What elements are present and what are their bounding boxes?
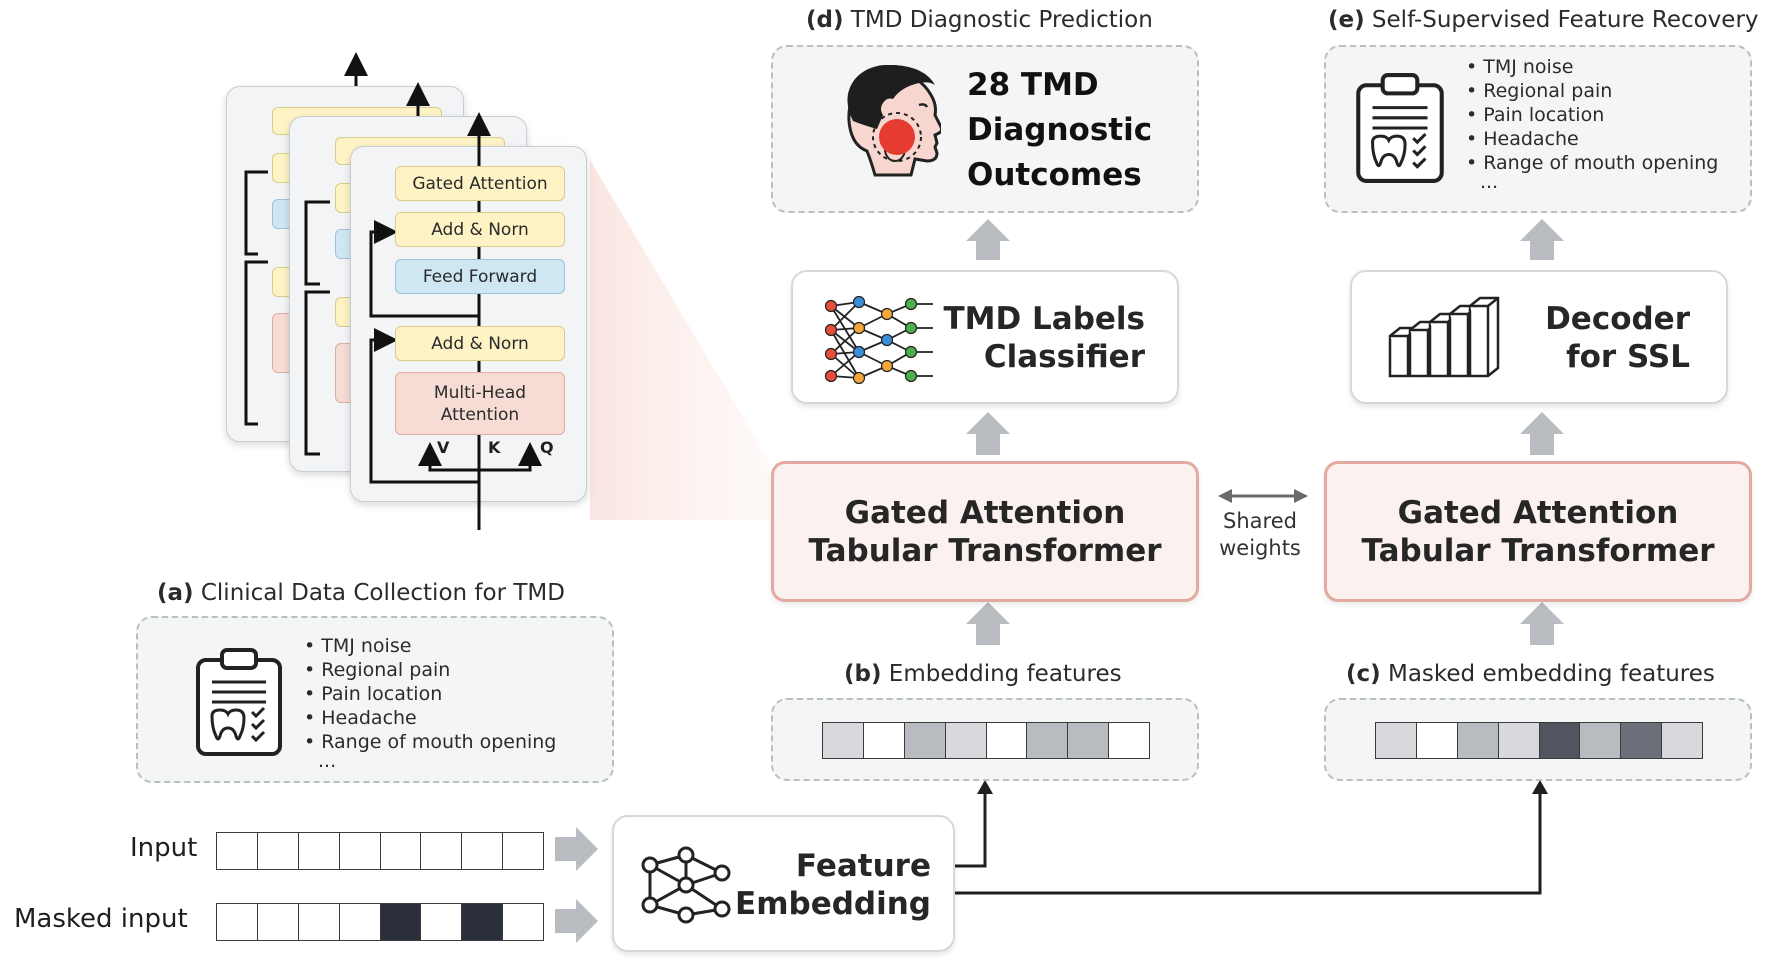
feature-cell [298,833,340,869]
feature-cell [421,833,463,869]
gated-attention-transformer-left: Gated Attention Tabular Transformer [771,461,1199,602]
panel-b-box [771,698,1199,781]
add-norm-block-2: Add & Norn [395,326,565,361]
feature-cell [421,904,463,940]
feature-cell [1068,723,1110,758]
input-strip [216,832,544,870]
feature-cell [217,904,258,940]
list-item: • Regional pain [1466,80,1613,102]
decoder-box: Decoder for SSL [1350,270,1728,404]
feature-cell [217,833,258,869]
list-item: • Range of mouth opening [1466,152,1719,174]
head-pain-icon [847,65,941,177]
decoder-label: Decoder for SSL [1545,301,1690,375]
feature-cell [1539,723,1581,758]
feed-forward-block: Feed Forward [395,259,565,294]
clipboard-tooth-icon [196,648,282,756]
feature-cell [380,833,422,869]
list-item: • Headache [304,707,417,729]
panel-c-title: (c) Masked embedding features [1346,661,1715,687]
embedding-lines [955,790,1542,895]
panel-b-title: (b) Embedding features [844,661,1122,687]
decoder-layers-icon [1388,296,1500,378]
feature-cell [257,904,299,940]
transformer-arrows [244,52,542,530]
zoom-wedge [590,160,770,520]
feature-cell [503,833,543,869]
feature-cell [1457,723,1499,758]
masked-input-strip [216,903,544,941]
list-item: • Pain location [1466,104,1605,126]
list-item: ... [1480,171,1499,193]
k-label: K [488,438,501,457]
gated-attention-block: Gated Attention [395,166,565,201]
classifier-box: TMD Labels Classifier [791,270,1179,404]
feature-cell [339,904,381,940]
panel-d-box: 28 TMD Diagnostic Outcomes [771,45,1199,213]
shared-weights-label: Shared weights [1219,509,1301,560]
add-norm-block-1: Add & Norn [395,212,565,247]
list-item: • Pain location [304,683,443,705]
feature-cell [1498,723,1540,758]
feature-cell [1621,723,1663,758]
feature-cell [339,833,381,869]
feature-cell [380,904,422,940]
masked-input-label: Masked input [14,904,188,934]
masked-embedding-strip [1375,722,1703,759]
multi-head-attention-block: Multi-Head Attention [395,372,565,435]
feature-cell [863,723,905,758]
feature-cell [1416,723,1458,758]
panel-c-box [1324,698,1752,781]
feature-cell [945,723,987,758]
panel-a-title: (a) Clinical Data Collection for TMD [157,580,565,606]
list-item: • Range of mouth opening [304,731,557,753]
classifier-label: TMD Labels Classifier [943,301,1146,375]
feature-embedding-box: Feature Embedding [612,815,955,952]
network-icon [641,846,731,924]
feature-cell [823,723,864,758]
panel-e-list: • TMJ noise • Regional pain • Pain locat… [1466,55,1719,193]
feature-cell [1027,723,1069,758]
feature-cell [462,833,504,869]
list-item: ... [318,750,337,772]
feature-cell [298,904,340,940]
feature-cell [986,723,1028,758]
feature-cell [904,723,946,758]
transformer-layer-front [350,146,587,502]
feature-cell [1662,723,1702,758]
flow-arrows [555,219,1564,943]
shared-weights-arrow [1218,489,1308,503]
panel-a-box: • TMJ noise • Regional pain • Pain locat… [136,616,614,783]
input-label: Input [130,833,198,863]
list-item: • Headache [1466,128,1579,150]
feature-cell [462,904,504,940]
list-item: • Regional pain [304,659,451,681]
feature-cell [257,833,299,869]
panel-d-title: (d) TMD Diagnostic Prediction [806,7,1153,33]
feature-cell [1580,723,1622,758]
neural-network-icon [824,295,933,385]
embedding-strip [822,722,1150,759]
panel-a-list: • TMJ noise • Regional pain • Pain locat… [304,634,557,772]
feature-cell [1376,723,1417,758]
feature-cell [503,904,543,940]
feature-embedding-label: Feature Embedding [735,848,931,922]
panel-e-box: • TMJ noise • Regional pain • Pain locat… [1324,45,1752,213]
v-label: V [437,438,450,457]
list-item: • TMJ noise [1466,56,1574,78]
clipboard-tooth-icon [1356,73,1444,183]
feature-cell [1109,723,1149,758]
gated-attention-transformer-right: Gated Attention Tabular Transformer [1324,461,1752,602]
list-item: • TMJ noise [304,635,412,657]
panel-e-title: (e) Self-Supervised Feature Recovery [1328,7,1759,33]
outcomes-text: 28 TMD Diagnostic Outcomes [967,63,1153,198]
q-label: Q [540,438,554,457]
